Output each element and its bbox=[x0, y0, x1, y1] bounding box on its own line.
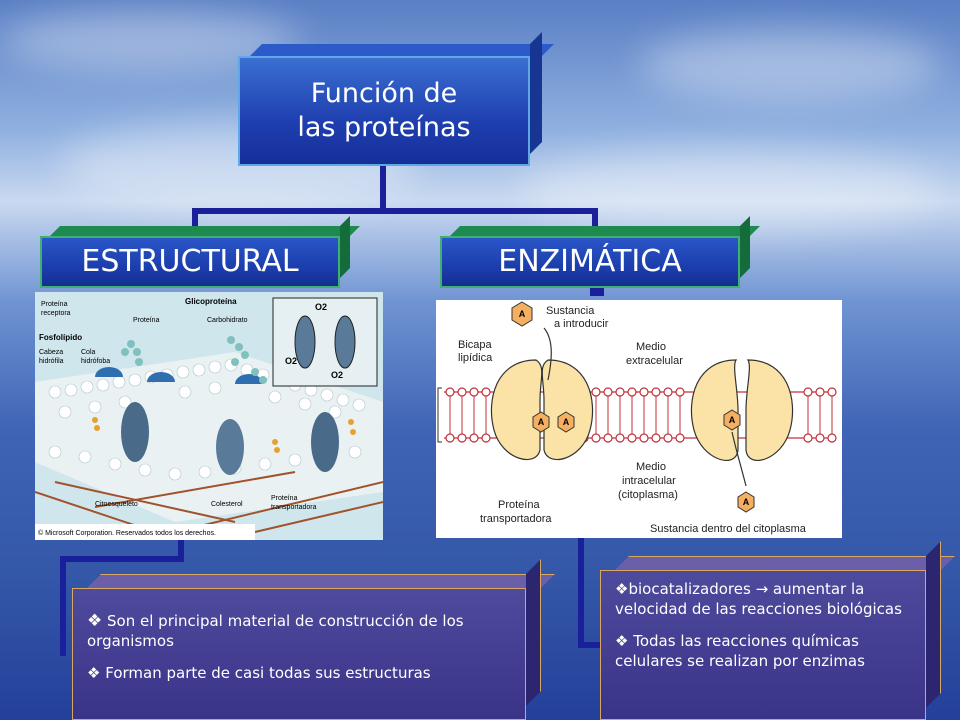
connector-right-horizontal bbox=[578, 642, 602, 648]
substance-a-label: A bbox=[743, 497, 750, 507]
enzymatic-label: ENZIMÁTICA bbox=[498, 244, 682, 279]
label-colesterol: Colesterol bbox=[211, 501, 243, 508]
enzymatic-text-box: ❖biocatalizadores → aumentar la velocida… bbox=[600, 570, 926, 720]
root-box: Función de las proteínas bbox=[238, 56, 530, 166]
structural-text-box-top-face bbox=[86, 574, 555, 589]
membrane-transport-image: A A A A A Sustancia a introducir Bicapa … bbox=[436, 300, 842, 538]
enzymatic-item-2: ❖ Todas las reacciones químicas celulare… bbox=[615, 632, 865, 670]
structural-box-side-face bbox=[340, 216, 350, 278]
transporter-protein-open bbox=[490, 359, 543, 460]
root-title-line2: las proteínas bbox=[297, 112, 471, 143]
substance-a-label: A bbox=[538, 417, 545, 427]
bullet-icon: ❖ bbox=[87, 611, 103, 631]
transporter-protein-open bbox=[541, 359, 594, 460]
o2-label: O2 bbox=[331, 370, 343, 380]
label-cabeza-2: hidrófila bbox=[39, 358, 64, 365]
structural-text-box: ❖ Son el principal material de construcc… bbox=[72, 588, 526, 720]
enzymatic-box-top-face bbox=[450, 226, 760, 236]
label-fosfolipido: Fosfolípido bbox=[39, 333, 82, 342]
connector-right-down bbox=[592, 208, 598, 232]
connector-left-horizontal bbox=[60, 556, 184, 562]
connector-horizontal bbox=[192, 208, 598, 214]
enzymatic-item-1: ❖biocatalizadores → aumentar la velocida… bbox=[615, 580, 902, 618]
o2-label: O2 bbox=[285, 356, 297, 366]
label-proteina: Proteína bbox=[133, 317, 160, 324]
root-box-side-face bbox=[530, 32, 542, 154]
structural-item-1: ❖ Son el principal material de construcc… bbox=[87, 611, 464, 650]
label-proteina-receptora-2: receptora bbox=[41, 310, 71, 317]
label-glicoproteina: Glicoproteína bbox=[185, 297, 237, 306]
label-sustancia-1: Sustancia bbox=[546, 305, 595, 317]
label-cola-2: hidrófoba bbox=[81, 358, 110, 365]
structural-category-box: ESTRUCTURAL bbox=[40, 236, 340, 288]
label-citoesqueleto: Citoesqueleto bbox=[95, 501, 138, 508]
label-proteina-1: Proteína bbox=[498, 499, 540, 511]
connector-root-down bbox=[380, 166, 386, 210]
enzymatic-category-box: ENZIMÁTICA bbox=[440, 236, 740, 288]
substance-a-label: A bbox=[729, 415, 736, 425]
label-sustancia-2: a introducir bbox=[554, 318, 609, 330]
oxygen-inset-frame bbox=[272, 297, 378, 387]
structural-label: ESTRUCTURAL bbox=[81, 244, 299, 279]
substance-a-label: A bbox=[563, 417, 570, 427]
cell-membrane-image: O2 O2 O2 Glicoproteína Proteína receptor… bbox=[35, 292, 383, 540]
enzymatic-text-box-top-face bbox=[614, 556, 955, 571]
channel-protein-shape bbox=[216, 419, 244, 475]
root-title-line1: Función de bbox=[310, 78, 458, 109]
transport-protein-shape bbox=[311, 412, 339, 472]
label-proteina-2: transportadora bbox=[480, 513, 552, 525]
enzymatic-text-box-side-face bbox=[926, 541, 941, 708]
label-medio-intracelular-2: intracelular bbox=[622, 475, 676, 487]
label-proteina-transportadora-1: Proteína bbox=[271, 495, 298, 502]
connector-left-lower bbox=[178, 538, 184, 558]
copyright-note: © Microsoft Corporation. Reservados todo… bbox=[38, 529, 216, 537]
structural-item-2: ❖ Forman parte de casi todas sus estruct… bbox=[87, 664, 431, 682]
bullet-icon: ❖ bbox=[87, 664, 101, 682]
structural-box-top-face bbox=[50, 226, 360, 236]
label-bicapa-2: lipídica bbox=[458, 352, 493, 364]
bullet-icon: ❖ bbox=[615, 632, 629, 650]
connector-left-vertical bbox=[60, 556, 66, 656]
label-medio-extracelular-2: extracelular bbox=[626, 355, 683, 367]
label-cabeza-1: Cabeza bbox=[39, 349, 63, 356]
receptor-protein-shape bbox=[121, 402, 149, 462]
label-proteina-receptora-1: Proteína bbox=[41, 301, 68, 308]
background-cloud bbox=[640, 30, 940, 100]
root-box-top-face bbox=[250, 44, 554, 56]
label-medio-intracelular-3: (citoplasma) bbox=[618, 489, 678, 501]
label-medio-intracelular-1: Medio bbox=[636, 461, 666, 473]
label-medio-extracelular-1: Medio bbox=[636, 341, 666, 353]
substance-a-label: A bbox=[519, 309, 526, 319]
transporter-protein-closed bbox=[690, 359, 739, 461]
label-proteina-transportadora-2: transportadora bbox=[271, 504, 317, 511]
bullet-icon: ❖ bbox=[615, 580, 629, 598]
connector-right-lower bbox=[578, 538, 584, 648]
label-bicapa-1: Bicapa bbox=[458, 339, 493, 351]
enzymatic-box-side-face bbox=[740, 216, 750, 278]
label-carbohidrato: Carbohidrato bbox=[207, 317, 248, 324]
label-sustancia-dentro: Sustancia dentro del citoplasma bbox=[650, 523, 807, 535]
o2-label: O2 bbox=[315, 302, 327, 312]
background-cloud bbox=[520, 150, 940, 230]
transporter-protein-closed bbox=[745, 359, 794, 461]
structural-text-box-side-face bbox=[526, 559, 541, 706]
connector-left-down bbox=[192, 208, 198, 232]
label-cola-1: Cola bbox=[81, 349, 96, 356]
